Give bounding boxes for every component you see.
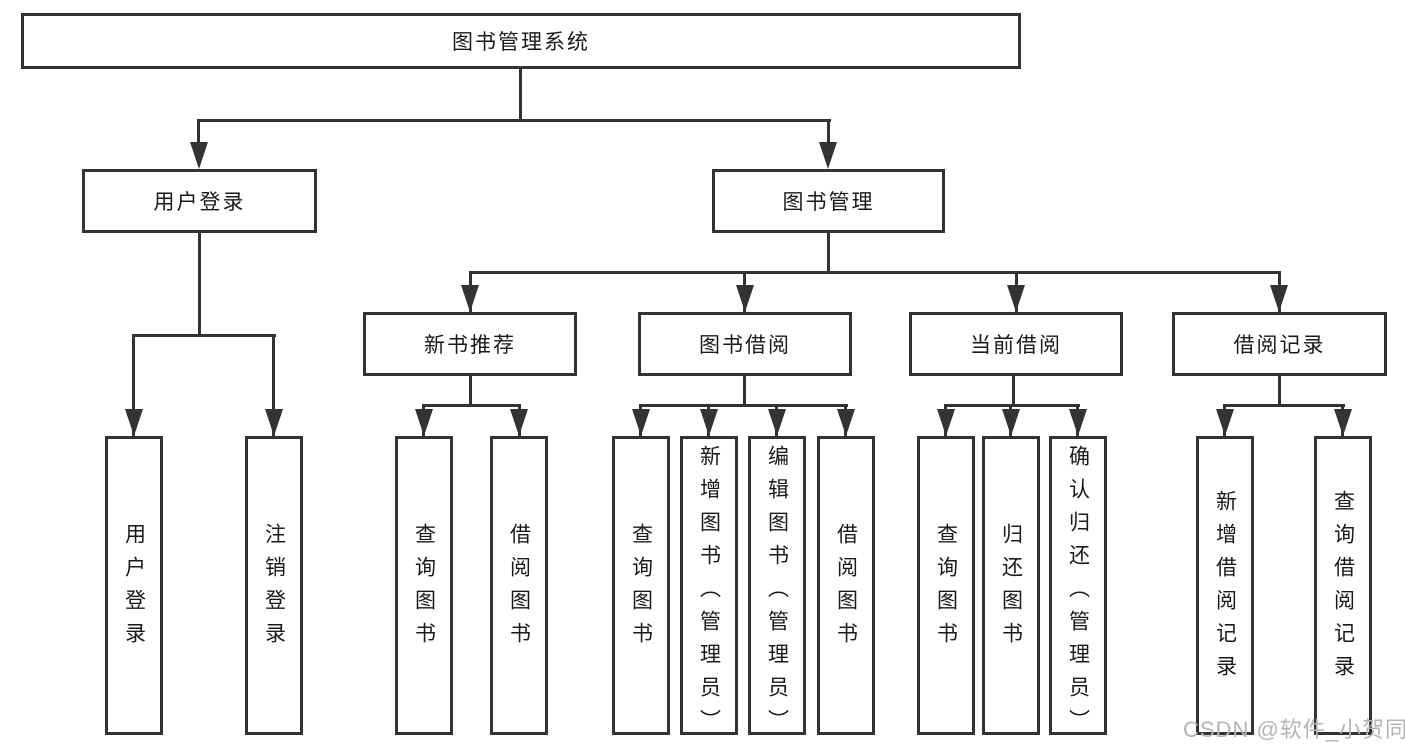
- connector-current-borrow-hbar: [944, 404, 1080, 407]
- arrow-bb-leaf4: [837, 409, 855, 436]
- node-leaf-borrow-books: 借阅图书: [817, 436, 875, 735]
- arrow-to-borrow-records: [1270, 285, 1288, 312]
- node-leaf-confirm-return-admin: 确认归还（管理员）: [1049, 436, 1107, 742]
- connector-book-management-hbar: [469, 271, 1281, 274]
- connector-to-leaf-logout: [272, 334, 275, 436]
- node-leaf-edit-books-admin: 编辑图书（管理员）: [748, 436, 806, 742]
- connector-user-login-hbar: [132, 334, 276, 337]
- arrow-to-current-borrow: [1007, 285, 1025, 312]
- node-leaf-query-borrow-record: 查询借阅记录: [1314, 436, 1372, 735]
- connector-borrow-records-hbar: [1223, 404, 1345, 407]
- csdn-watermark: CSDN @软件_小贺同学: [1183, 717, 1405, 742]
- node-library-management-system: 图书管理系统: [21, 13, 1021, 69]
- connector-root-to-user-login: [197, 119, 200, 149]
- connector-new-book-rec-stub: [469, 376, 472, 407]
- connector-user-login-stub: [198, 233, 201, 337]
- node-book-borrowing: 图书借阅: [638, 312, 852, 376]
- connector-book-management-stub: [827, 233, 830, 274]
- arrow-cb-leaf3: [1069, 409, 1087, 436]
- node-leaf-query-books-rec: 查询图书: [395, 436, 453, 735]
- node-leaf-borrow-books-rec: 借阅图书: [490, 436, 548, 735]
- node-new-book-recommendation: 新书推荐: [363, 312, 577, 376]
- connector-book-borrow-stub: [743, 376, 746, 407]
- connector-root-stub: [519, 68, 522, 122]
- arrow-to-book-management: [819, 142, 837, 169]
- arrow-to-new-book-rec: [461, 285, 479, 312]
- arrow-nbr-leaf2: [510, 409, 528, 436]
- arrow-to-user-login: [190, 142, 208, 169]
- connector-to-leaf-login: [132, 334, 135, 436]
- node-leaf-user-login: 用户登录: [105, 436, 163, 735]
- arrow-bb-leaf3: [768, 409, 786, 436]
- node-book-management: 图书管理: [712, 169, 945, 233]
- arrow-to-leaf-logout: [265, 409, 283, 436]
- node-leaf-logout: 注销登录: [245, 436, 303, 735]
- arrow-nbr-leaf1: [415, 409, 433, 436]
- connector-root-hbar: [198, 119, 831, 122]
- arrow-cb-leaf1: [937, 409, 955, 436]
- connector-new-book-rec-hbar: [422, 404, 521, 407]
- node-user-login: 用户登录: [82, 169, 317, 233]
- arrow-to-leaf-login: [125, 409, 143, 436]
- arrow-bb-leaf2: [700, 409, 718, 436]
- connector-borrow-records-stub: [1278, 376, 1281, 407]
- connector-root-to-book-management: [827, 119, 830, 149]
- node-leaf-return-books: 归还图书: [982, 436, 1040, 735]
- node-leaf-query-books-current: 查询图书: [917, 436, 975, 735]
- node-leaf-add-borrow-record: 新增借阅记录: [1196, 436, 1254, 735]
- node-current-borrowing: 当前借阅: [909, 312, 1123, 376]
- arrow-cb-leaf2: [1002, 409, 1020, 436]
- arrow-br-leaf1: [1216, 409, 1234, 436]
- connector-current-borrow-stub: [1012, 376, 1015, 407]
- node-borrowing-records: 借阅记录: [1172, 312, 1387, 376]
- node-leaf-add-books-admin: 新增图书（管理员）: [680, 436, 738, 742]
- arrow-to-book-borrow: [736, 285, 754, 312]
- connector-book-borrow-hbar: [639, 404, 848, 407]
- arrow-br-leaf2: [1334, 409, 1352, 436]
- arrow-bb-leaf1: [632, 409, 650, 436]
- node-leaf-query-books-borrow: 查询图书: [612, 436, 670, 735]
